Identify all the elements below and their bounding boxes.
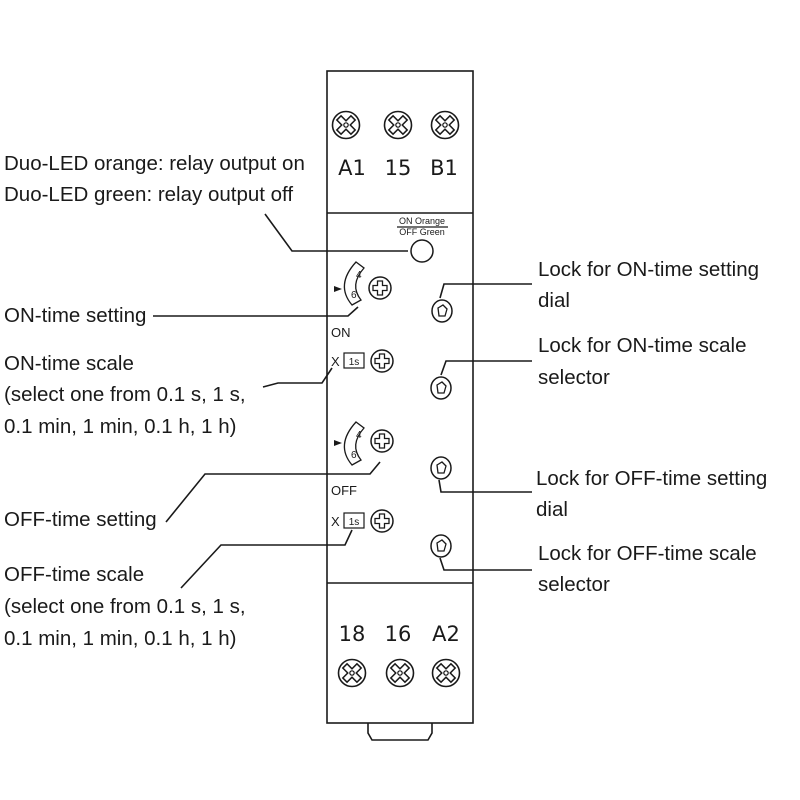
screw-icon[interactable] [337,658,367,688]
lock-icon-on-setting[interactable] [431,299,453,323]
terminal-18-label: 18 [339,622,366,646]
screw-icon[interactable] [331,110,361,140]
terminal-15-label: 15 [385,156,412,180]
off-time-setting-dial[interactable]: 4 6 [334,421,394,466]
relay-housing [326,70,474,741]
off-time-scale-selector[interactable]: X 1s [331,509,394,533]
on-scale-callout-line3: 0.1 min, 1 min, 0.1 h, 1 h) [4,415,236,438]
lock-on-setting-callout-line2: dial [538,289,570,312]
leader-lines [153,213,532,589]
dial-mark-6: 6 [351,290,357,301]
off-scale-callout-line3: 0.1 min, 1 min, 0.1 h, 1 h) [4,627,236,650]
scale-value: 1s [349,517,360,528]
top-terminal-screws[interactable] [331,110,460,140]
pointer-icon [334,440,342,446]
lock-icon-on-scale[interactable] [430,376,452,400]
led-legend-on: ON Orange [399,216,445,226]
dial-mark-4: 4 [356,270,362,281]
lock-icon-off-setting[interactable] [430,456,452,480]
terminal-16-label: 16 [385,622,412,646]
lock-on-scale-callout-line1: Lock for ON-time scale [538,334,746,357]
off-scale-callout-line2: (select one from 0.1 s, 1 s, [4,595,246,618]
on-time-scale-selector[interactable]: X 1s [331,349,394,373]
plus-knob-icon[interactable] [370,429,394,453]
screw-icon[interactable] [383,110,413,140]
lock-on-scale-callout-line2: selector [538,366,610,389]
lock-off-setting-callout-line1: Lock for OFF-time setting [536,467,767,490]
on-setting-callout: ON-time setting [4,304,146,327]
on-scale-callout-line2: (select one from 0.1 s, 1 s, [4,383,246,406]
lock-off-setting-callout-line2: dial [536,498,568,521]
plus-knob-icon[interactable] [368,276,392,300]
scale-x-label: X [331,354,340,369]
terminal-a2-label: A2 [432,622,460,646]
terminal-a1-label: A1 [338,156,366,180]
lock-icon-off-scale[interactable] [430,534,452,558]
lock-off-scale-callout-line2: selector [538,573,610,596]
dial-mark-6: 6 [351,450,357,461]
led-legend-off: OFF Green [399,227,445,237]
led-callout-line1: Duo-LED orange: relay output on [4,152,305,175]
off-setting-callout: OFF-time setting [4,508,157,531]
screw-icon[interactable] [430,110,460,140]
screw-icon[interactable] [385,658,415,688]
scale-x-label: X [331,514,340,529]
on-time-setting-dial[interactable]: 4 6 [334,261,392,306]
off-scale-callout-line1: OFF-time scale [4,563,144,586]
plus-knob-icon[interactable] [370,509,394,533]
terminal-b1-label: B1 [430,156,458,180]
bottom-terminal-screws[interactable] [337,658,461,688]
on-scale-callout-line1: ON-time scale [4,352,134,375]
scale-value: 1s [349,357,360,368]
pointer-icon [334,286,342,292]
screw-icon[interactable] [431,658,461,688]
led-callout-line2: Duo-LED green: relay output off [4,183,293,206]
lock-off-scale-callout-line1: Lock for OFF-time scale [538,542,757,565]
dial-mark-4: 4 [356,430,362,441]
off-label: OFF [331,483,357,498]
plus-knob-icon[interactable] [370,349,394,373]
lock-on-setting-callout-line1: Lock for ON-time setting [538,258,759,281]
on-label: ON [331,325,351,340]
duo-led [410,239,434,263]
